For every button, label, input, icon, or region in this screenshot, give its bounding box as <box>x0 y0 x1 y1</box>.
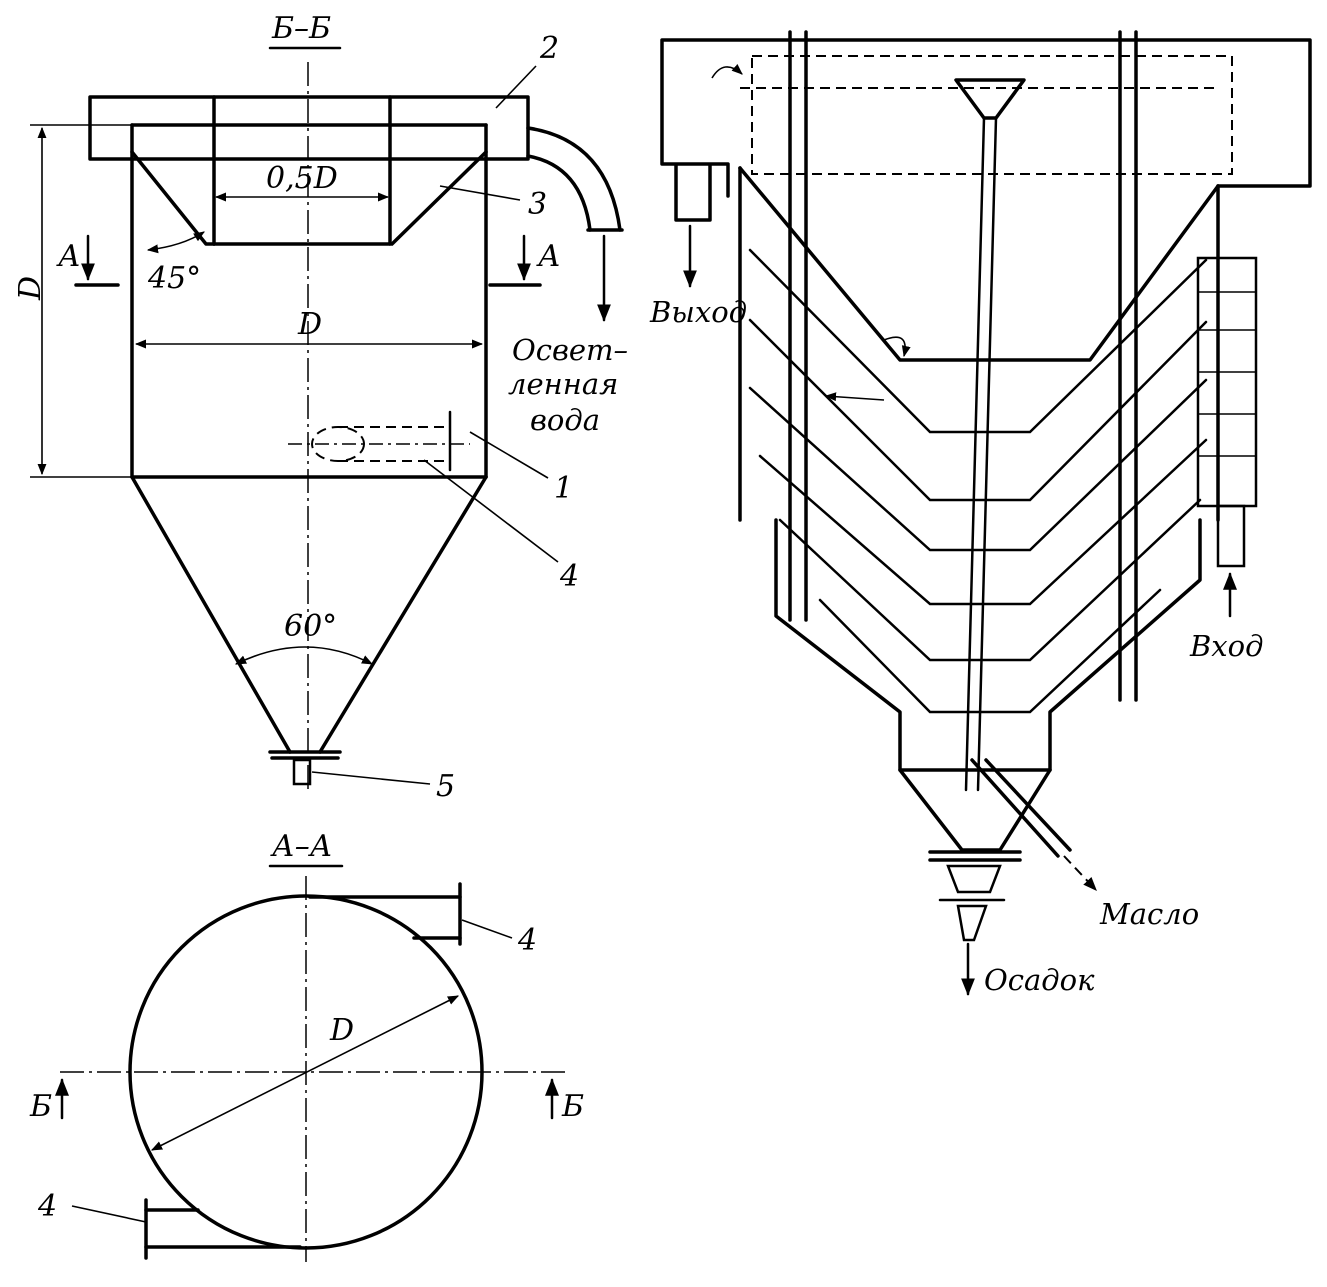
central-rod-a <box>964 116 986 792</box>
callout-5-leader <box>311 771 431 785</box>
callout-1-leader <box>469 431 549 479</box>
callout-2: 2 <box>539 31 559 66</box>
outer-casing <box>738 166 1220 522</box>
callout-4-leader <box>423 459 559 563</box>
tier-6 <box>818 588 1162 714</box>
sludge-nozzle <box>292 758 312 786</box>
outlet-caption-line1: Освет– <box>512 333 628 367</box>
tier-2 <box>748 318 1208 502</box>
oil-pipe-a <box>970 758 1060 858</box>
multitier-hydrocyclone-view: Выход Вход Масло Осадок <box>649 30 1312 997</box>
section-mark-right-label: А <box>536 239 561 274</box>
label-inlet: Вход <box>1189 629 1264 663</box>
tier-3 <box>748 378 1208 552</box>
lower-housing <box>774 518 1202 772</box>
cone-wall-right <box>318 475 488 754</box>
bottom-cone <box>898 768 1052 852</box>
angle-60-arc <box>234 646 373 665</box>
outlet-caption-line2: ленная <box>508 367 618 401</box>
top-tier-cone <box>738 166 1220 362</box>
callout-bottom-leader <box>71 1205 147 1223</box>
section-aa-title: А–А <box>270 829 332 864</box>
callout-5: 5 <box>436 769 455 804</box>
inlet-manifold <box>1196 256 1258 508</box>
callout-1: 1 <box>554 471 573 506</box>
label-sediment: Осадок <box>984 963 1095 997</box>
swirl-arrow-top <box>711 63 743 79</box>
section-mark-left-label: А <box>56 239 81 274</box>
plan-dim-d-line <box>150 995 460 1151</box>
tier-5 <box>778 498 1202 662</box>
label-exit: Выход <box>649 295 747 329</box>
top-chute <box>660 38 1312 222</box>
dim-d-horizontal-label: D <box>297 307 322 342</box>
tier-4 <box>758 438 1208 606</box>
central-distributor <box>954 78 1026 120</box>
flow-arrow-left <box>824 392 885 402</box>
oil-flow-arrow <box>1063 855 1097 892</box>
central-rod-b <box>976 116 998 792</box>
dim-d-vertical-label: D <box>13 276 48 301</box>
outlet-pipe-outer <box>526 126 622 232</box>
bottom-valve-top <box>946 864 1002 894</box>
label-oil: Масло <box>1099 897 1199 931</box>
angle-45-label: 45° <box>147 261 201 296</box>
bottom-valve <box>938 898 1006 942</box>
angle-60-label: 60° <box>284 609 337 644</box>
inlet-pipe <box>1216 504 1246 568</box>
section-bb-view: Б–Б 0,5D 45° <box>13 11 628 804</box>
angle-45-arc <box>146 231 205 254</box>
outlet-caption-line3: вода <box>530 403 600 437</box>
dim-half-d-label: 0,5D <box>266 161 338 196</box>
overflow-collar <box>88 95 530 161</box>
chute-inner-dashed <box>751 55 1233 175</box>
outlet-pipe-inner <box>526 154 592 232</box>
cone-wall-left <box>130 475 292 754</box>
oil-pipe-b <box>984 758 1072 852</box>
callout-3: 3 <box>528 187 547 222</box>
section-bb-title: Б–Б <box>271 11 331 46</box>
plan-mark-left-label: Б <box>29 1089 52 1124</box>
callout-top: 4 <box>517 923 537 958</box>
tier-1 <box>748 248 1208 434</box>
callout-bottom: 4 <box>37 1189 57 1224</box>
plan-mark-right-label: Б <box>561 1089 584 1124</box>
callout-top-leader <box>461 919 513 939</box>
swirl-arrow-mid <box>883 336 911 358</box>
callout-4: 4 <box>559 559 579 594</box>
callout-2-leader <box>495 65 537 109</box>
diaphragm-right <box>390 150 488 246</box>
plan-dim-d-label: D <box>329 1013 354 1048</box>
section-aa-view: А–А 4 4 D Б Б <box>29 829 584 1262</box>
diaphragm-left <box>130 150 216 246</box>
callout-3-leader <box>439 185 521 201</box>
